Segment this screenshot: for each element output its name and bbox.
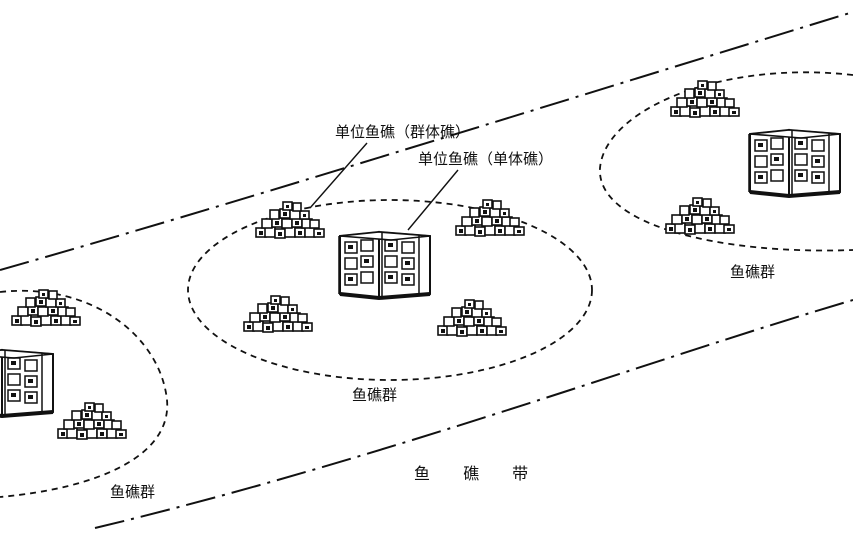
block-pile-icon [670,80,740,118]
frame-reef-icon [0,348,55,418]
block-pile-icon [57,402,127,440]
frame-reef-icon [337,230,432,300]
cluster-boundary-center [187,199,593,381]
block-pile-icon [665,197,735,235]
label-cluster-center: 鱼礁群 [352,386,398,404]
block-pile-icon [255,201,325,239]
label-cluster-left: 鱼礁群 [110,483,156,501]
label-unit-group-reef: 单位鱼礁（群体礁） [335,123,471,141]
belt-upper-boundary [0,11,853,271]
label-unit-single-reef: 单位鱼礁（单体礁） [418,150,554,168]
belt-lower-boundary [94,299,853,529]
block-pile-icon [437,299,507,337]
label-reef-belt: 鱼 礁 带 [414,464,543,483]
label-cluster-right: 鱼礁群 [730,263,776,281]
cluster-boundary-right [599,71,853,252]
block-pile-icon [243,295,313,333]
leader-line-group-reef [309,142,368,209]
cluster-boundary-left [0,289,168,498]
frame-reef-icon [747,128,842,198]
block-pile-icon [11,289,81,327]
block-pile-icon [455,199,525,237]
leader-line-single-reef [407,169,459,231]
